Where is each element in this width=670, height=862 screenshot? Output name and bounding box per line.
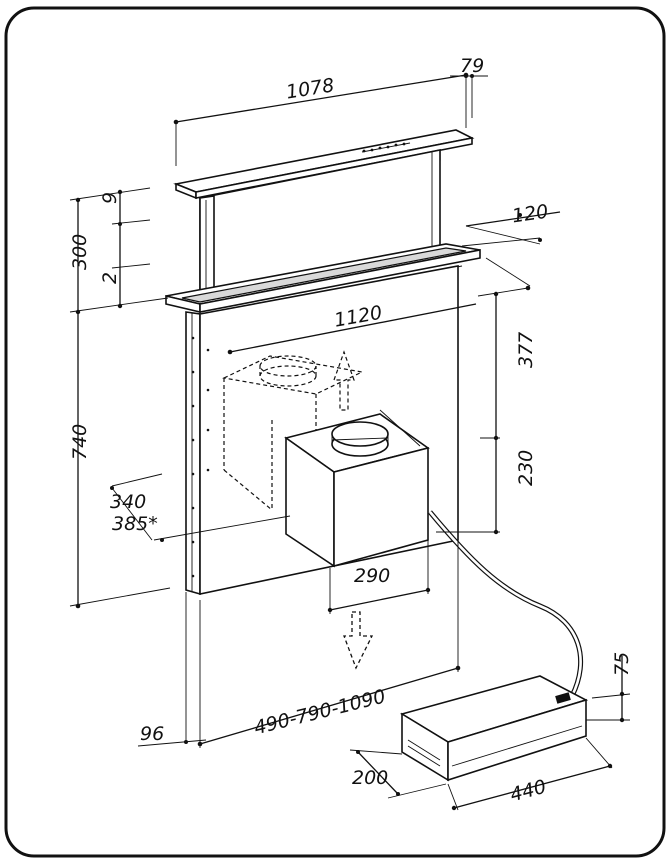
dim-740: 740: [69, 424, 91, 460]
dim-120: 120: [511, 201, 550, 228]
dim-290: 290: [354, 565, 390, 587]
dim-75: 75: [611, 652, 633, 676]
dim-79: 79: [460, 55, 484, 77]
airflow-up-arrow-icon: [333, 350, 355, 411]
dimension-labels: 1078 79 120 1120 300 9 2 740 377 230 340…: [69, 55, 633, 806]
dim-385: 385*: [112, 513, 158, 535]
dimension-lines: [69, 72, 631, 811]
motor-unit: [284, 409, 430, 568]
side-holes: [191, 336, 210, 578]
dim-340: 340: [110, 491, 146, 513]
dim-200: 200: [352, 767, 388, 789]
motor-alternate-position: [222, 355, 364, 511]
dim-2: 2: [99, 272, 121, 284]
external-control-box: [400, 675, 589, 782]
dim-9: 9: [99, 192, 121, 204]
dim-96: 96: [140, 723, 164, 745]
dim-377: 377: [515, 332, 537, 368]
dim-300: 300: [69, 234, 91, 270]
airflow-down-arrow-icon: [343, 611, 374, 670]
dim-230: 230: [515, 450, 537, 486]
